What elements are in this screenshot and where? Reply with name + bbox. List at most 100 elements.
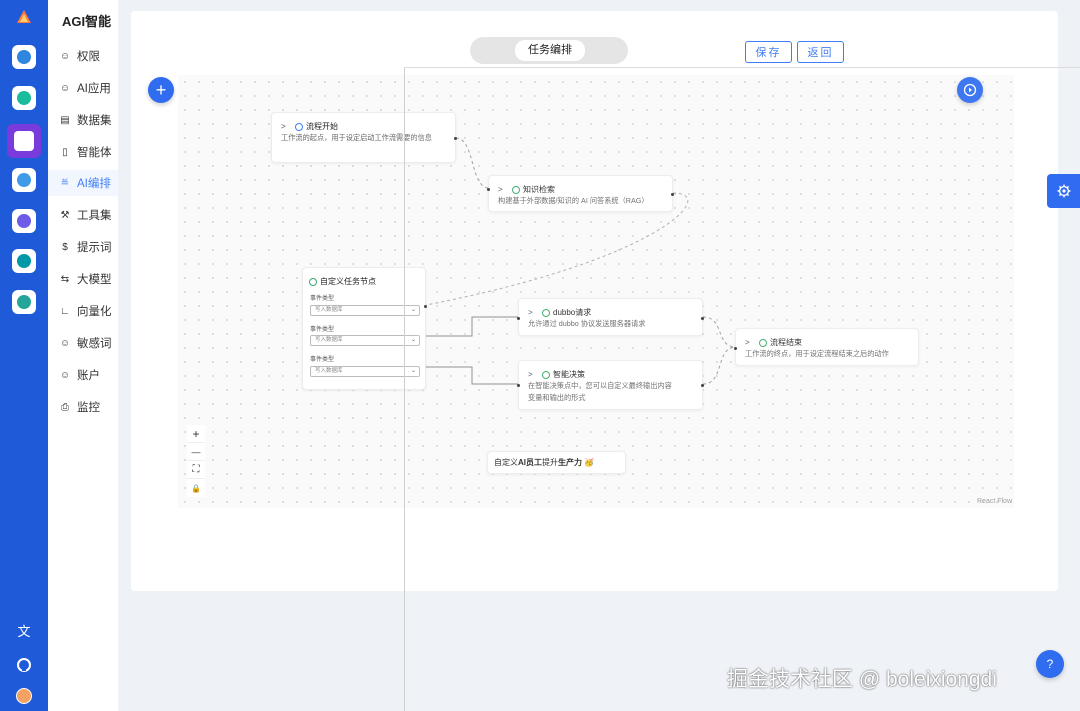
menu-item-label: 工具集 [77,210,112,222]
node-title: 智能决策 [553,370,585,379]
field-label: 事件类型 [310,357,335,363]
user-icon: ☺ [59,369,71,381]
gear-icon [1057,184,1070,198]
rail-app-shield[interactable] [12,290,36,314]
menu-item-ai-orchestration[interactable]: ≝AI编排 [48,170,118,196]
menu-item-label: 智能体 [77,147,112,159]
node-knowledge-retrieval[interactable]: > 知识检索 构建基于外部数据/知识的 AI 问答系统（RAG） [487,175,674,212]
avatar[interactable] [14,686,34,706]
field-label: 事件类型 [310,296,335,302]
target-handle[interactable] [517,317,520,320]
bird-app-icon [17,173,31,187]
back-button[interactable]: 返回 [797,41,844,63]
check-circle-icon [542,308,550,317]
brain-app-icon [17,91,31,105]
chevron-down-icon: ⌄ [410,337,416,343]
node-header: > 流程开始 [281,121,338,132]
play-circle-icon [963,83,977,97]
node-title: dubbo请求 [553,308,592,317]
menu-item-ai-app[interactable]: ☺AI应用 [48,75,118,101]
check-circle-icon [759,338,767,347]
settings-button[interactable] [1047,174,1080,208]
switch-icon: ⇆ [60,273,70,285]
slogan-ai: AI员工 [518,458,542,467]
target-handle[interactable] [487,188,490,191]
side-menu: AGI智能 ☺权限 ☺AI应用 ▤数据集 ▯智能体 ≝AI编排 ⚒工具集 $提示… [48,0,118,711]
menu-item-label: 数据集 [77,115,112,127]
user-icon: ☺ [59,337,71,349]
source-handle[interactable] [454,137,457,140]
menu-item-agent[interactable]: ▯ 智能体 [48,139,118,165]
translate-icon[interactable]: 文 [17,624,31,639]
node-custom-task[interactable]: 自定义任务节点 事件类型 写入数据库 ⌄ 事件类型 写入数据库 ⌄ 事件类型 写… [302,267,427,390]
tools-icon: ⚒ [60,209,70,221]
event-type-select[interactable]: 写入数据库 ⌄ [310,305,420,316]
source-handle[interactable] [701,384,704,387]
menu-item-permission[interactable]: ☺权限 [48,43,118,69]
plus-icon: + [155,79,167,100]
node-desc: 构建基于外部数据/知识的 AI 问答系统（RAG） [498,196,649,205]
run-button[interactable] [957,77,983,103]
lock-button[interactable]: 🔒 [187,479,205,497]
rail-app-globe[interactable] [12,209,36,233]
watermark-text: 掘金技术社区 @ boleixiongdi [727,668,997,691]
menu-item-vectorize[interactable]: ∟向量化 [48,298,118,324]
help-button[interactable]: ? [1036,650,1064,678]
menu-item-llm[interactable]: ⇆大模型 [48,266,118,292]
rail-app-brain[interactable] [12,86,36,110]
tab-task-orchestration[interactable]: 任务编排 [515,40,585,61]
node-desc: 变量和输出的形式 [528,393,586,402]
party-emoji: 🥳 [584,458,594,467]
node-title: 流程结束 [770,338,802,347]
fit-view-button[interactable]: ⛶ [187,461,205,479]
chevron-right-icon[interactable]: > [498,185,503,194]
save-button[interactable]: 保存 [745,41,792,63]
menu-item-sensitive-words[interactable]: ☺敏感词 [48,330,118,356]
event-type-select[interactable]: 写入数据库 ⌄ [310,366,420,377]
check-circle-icon [512,185,520,194]
chevron-right-icon[interactable]: > [281,122,286,131]
dollar-icon: $ [62,241,68,253]
start-icon [295,122,303,131]
menu-item-account[interactable]: ☺账户 [48,362,118,388]
menu-item-label: 监控 [77,402,100,414]
node-flow-start[interactable]: > 流程开始 工作流的起点，用于设定启动工作流需要的信息 [271,112,457,163]
bar-chart-icon: ▯ [62,146,68,158]
app-rail: 文 [0,0,48,711]
rail-app-landscape[interactable] [12,249,36,273]
rail-app-active[interactable] [7,124,41,158]
menu-title: AGI智能 [62,14,112,29]
menu-item-dataset[interactable]: ▤ 数据集 [48,107,118,133]
user-icon: ☺ [59,50,71,62]
select-placeholder: 写入数据库 [315,368,343,374]
chevron-right-icon[interactable]: > [528,308,533,317]
node-smart-decision[interactable]: > 智能决策 在智能决策点中，您可以自定义最终输出内容 变量和输出的形式 [517,360,704,410]
node-dubbo-request[interactable]: > dubbo请求 允许通过 dubbo 协议发送服务器请求 [517,298,704,336]
zoom-out-button[interactable]: — [187,443,205,461]
menu-item-monitor[interactable]: ⎙监控 [48,394,118,420]
menu-item-label: AI应用 [77,83,111,95]
zoom-in-button[interactable]: + [187,425,205,443]
node-desc: 在智能决策点中，您可以自定义最终输出内容 [528,381,672,390]
dataset-icon: ▤ [60,114,70,126]
add-node-button[interactable]: + [148,77,174,103]
chevron-right-icon[interactable]: > [528,370,533,379]
react-flow-attribution[interactable]: React Flow [977,498,1013,505]
select-placeholder: 写入数据库 [315,337,343,343]
rail-app-bird[interactable] [12,168,36,192]
event-type-select[interactable]: 写入数据库 ⌄ [310,335,420,346]
github-icon[interactable] [14,655,34,675]
node-desc: 允许通过 dubbo 协议发送服务器请求 [528,319,646,328]
node-flow-end[interactable]: > 流程结束 工作流的终点，用于设定流程结束之后的动作 [734,328,919,366]
rail-app-check[interactable] [12,45,36,69]
menu-item-tools[interactable]: ⚒ 工具集 [48,202,118,228]
source-handle[interactable] [701,317,704,320]
source-handle[interactable] [424,305,427,308]
slogan-note: 自定义 AI员工 提升 生产力 🥳 [487,451,626,474]
node-header: 自定义任务节点 [309,276,376,287]
source-handle[interactable] [671,193,674,196]
target-handle[interactable] [734,347,737,350]
target-handle[interactable] [517,384,520,387]
chevron-right-icon[interactable]: > [745,338,750,347]
menu-item-prompt[interactable]: $提示词 [48,234,118,260]
